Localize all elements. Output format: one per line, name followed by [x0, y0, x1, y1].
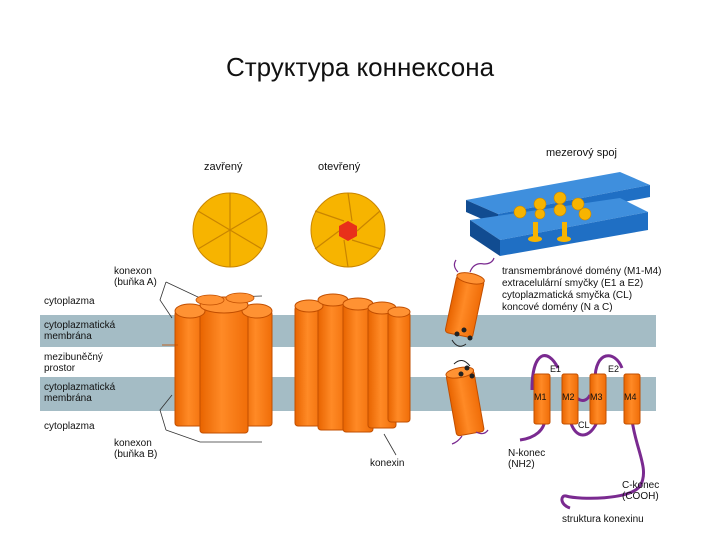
label-connexin-structure: struktura konexinu [562, 514, 644, 525]
label-e1: E1 [550, 364, 562, 374]
open-pore-icon [310, 192, 386, 268]
label-c-terminus: C-konec (COOH) [622, 480, 660, 502]
connexon-bundle-left [162, 292, 273, 434]
label-m1: M1 [534, 392, 547, 402]
label-intercellular-space: mezibuněčný prostor [44, 352, 103, 374]
slide-title: Структура коннексона [225, 52, 495, 82]
legend-line-terminal: koncové domény (N a C) [502, 302, 613, 313]
legend-line-transmembrane: transmembránové domény (M1-M4) [502, 266, 662, 277]
label-cytoplasm-top: cytoplazma [44, 296, 95, 307]
connexon-bundle-center [294, 293, 411, 456]
label-membrane-top: cytoplazmatická membrána [44, 320, 116, 342]
connexin-pair [444, 257, 495, 445]
label-m3: M3 [590, 392, 603, 402]
label-membrane-bottom: cytoplazmatická membrána [44, 382, 116, 404]
label-connexon-a: konexon (buňka A) [114, 266, 157, 288]
label-cl: CL [578, 420, 590, 430]
label-e2: E2 [608, 364, 620, 374]
label-cytoplasm-bottom: cytoplazma [44, 421, 95, 432]
legend-block: transmembránové domény (M1-M4) extracelu… [502, 266, 662, 314]
connexin-topology [519, 354, 645, 510]
legend-line-cytoplasmic: cytoplazmatická smyčka (CL) [502, 290, 633, 301]
label-m4: M4 [624, 392, 637, 402]
label-connexin: konexin [370, 458, 405, 469]
label-open: otevřený [318, 161, 361, 173]
legend-line-extracellular: extracelulární smyčky (E1 a E2) [502, 278, 644, 289]
label-n-terminus: N-konec (NH2) [508, 448, 546, 470]
label-m2: M2 [562, 392, 575, 402]
label-connexon-b: konexon (buňka B) [114, 438, 158, 460]
gap-junction-illustration [466, 172, 650, 256]
label-closed: zavřený [204, 161, 243, 173]
closed-pore-icon [192, 192, 268, 268]
label-gap-junction: mezerový spoj [546, 147, 617, 159]
